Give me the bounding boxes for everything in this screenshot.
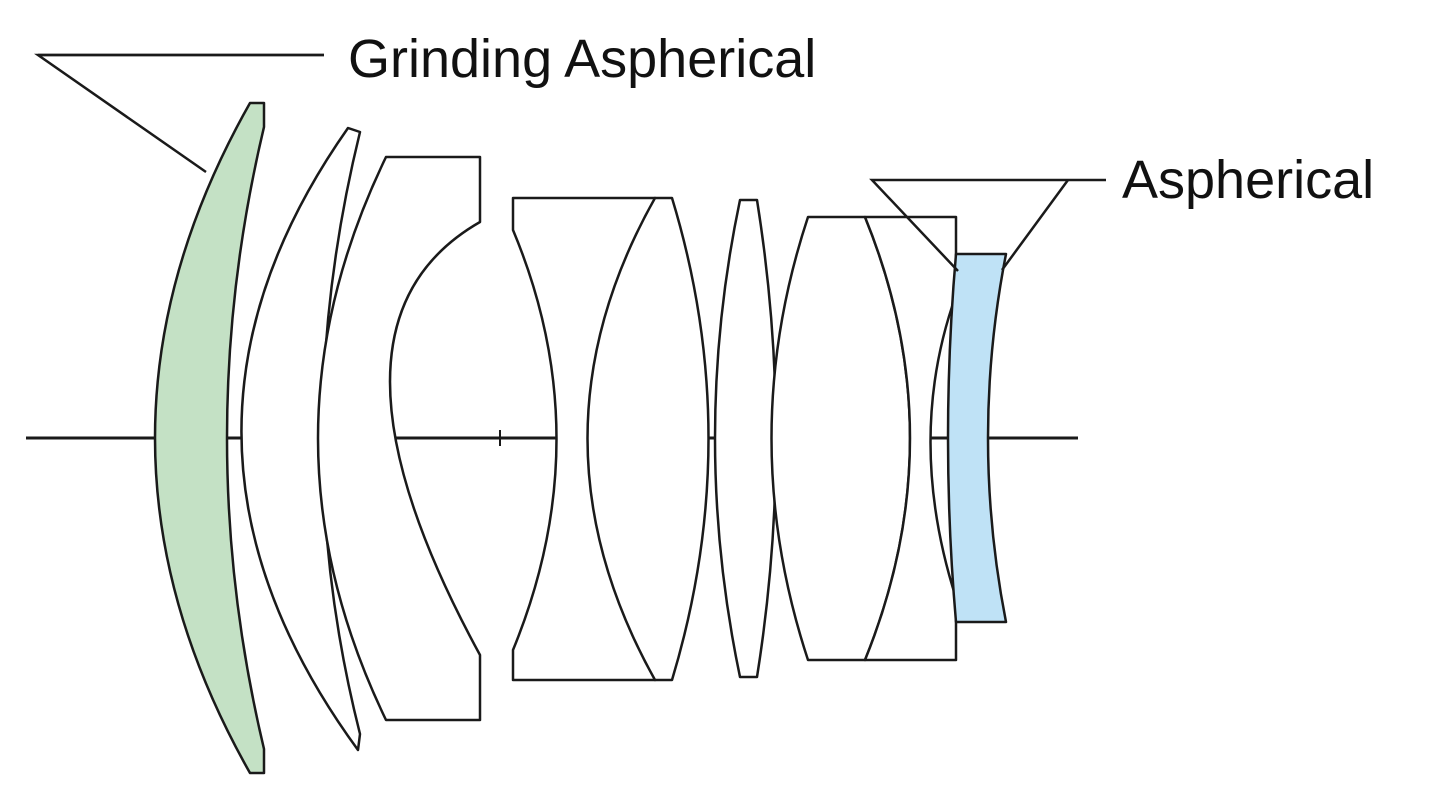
lens-element-5: [588, 198, 709, 680]
grinding-aspherical-label: Grinding Aspherical: [348, 29, 817, 89]
aspherical-leader: [869, 178, 1106, 272]
grinding-aspherical-leader: [34, 53, 324, 174]
aspherical-leader-second: [1002, 180, 1068, 270]
aspherical-label: Aspherical: [1122, 150, 1375, 210]
lens-element-9-aspherical: [948, 254, 1006, 622]
lens-element-2: [241, 128, 360, 750]
lens-element-8: [865, 217, 956, 660]
lens-element-1-grinding-aspherical: [155, 103, 264, 773]
lens-element-3: [318, 157, 480, 720]
lens-element-6: [715, 200, 776, 677]
